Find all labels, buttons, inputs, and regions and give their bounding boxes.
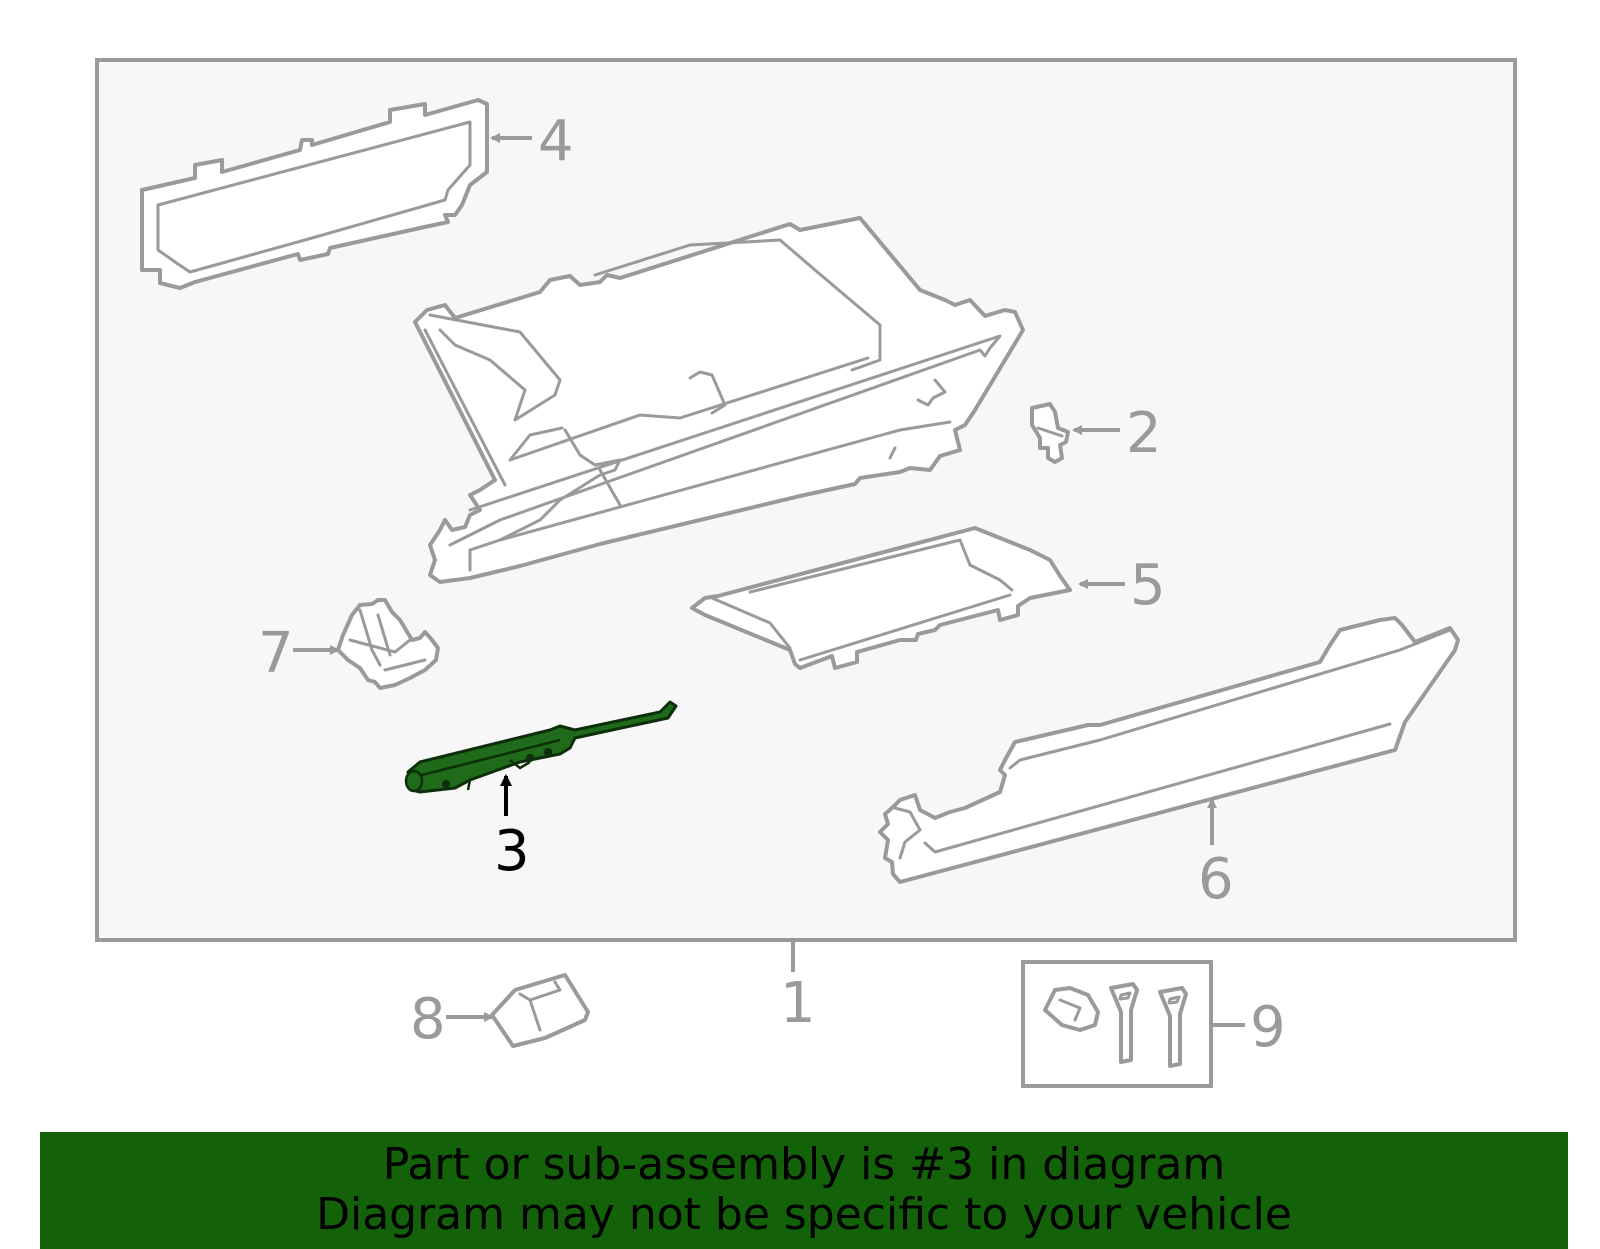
part-7-latch (336, 598, 440, 690)
callout-1: 1 (780, 971, 816, 1036)
part-5-tray (690, 526, 1072, 670)
info-banner: Part or sub-assembly is #3 in diagram Di… (40, 1132, 1568, 1249)
part-3-damper (404, 700, 678, 794)
banner-line-2: Diagram may not be specific to your vehi… (316, 1189, 1292, 1240)
callout-2: 2 (1126, 401, 1162, 466)
part-4-panel (140, 98, 489, 290)
leader-lines (293, 133, 1245, 1027)
banner-line-1: Part or sub-assembly is #3 in diagram (382, 1139, 1226, 1190)
callout-5: 5 (1130, 553, 1166, 618)
part-8-bracket (490, 973, 590, 1048)
callout-7: 7 (258, 621, 294, 686)
callout-4: 4 (538, 109, 574, 174)
callout-6: 6 (1198, 847, 1234, 912)
part-1-glove-box (413, 216, 1025, 584)
callout-9: 9 (1250, 995, 1286, 1060)
callout-8: 8 (410, 987, 446, 1052)
part-9-lock-set (1021, 960, 1213, 1088)
part-2-clip (1030, 402, 1070, 464)
part-6-door (878, 616, 1460, 884)
callout-3: 3 (494, 819, 530, 884)
